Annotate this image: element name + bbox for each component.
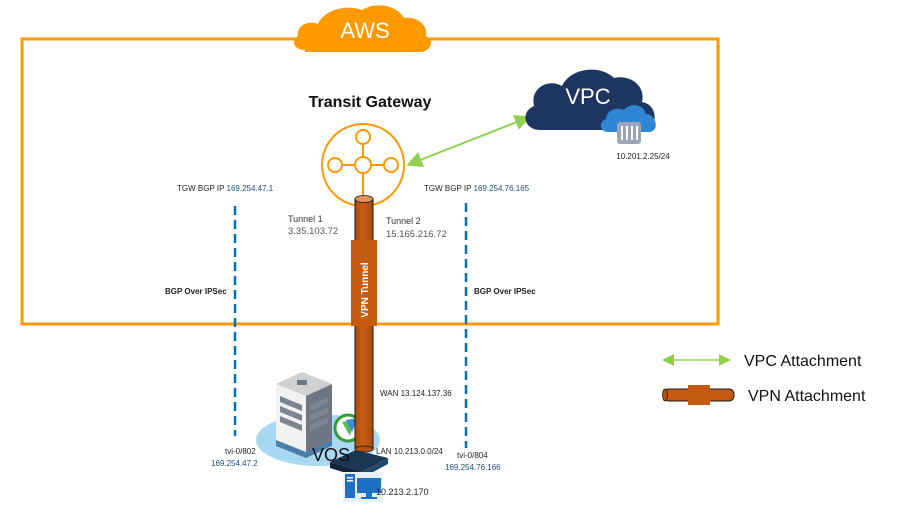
- left-tgw-bgp-ip-label: TGW BGP IP 169.254.47.1: [177, 184, 274, 193]
- transit-gateway-title: Transit Gateway: [309, 94, 432, 111]
- legend-vpn-attachment-label: VPN Attachment: [748, 388, 866, 405]
- left-tgw-bgp-ip: 169.254.47.1: [227, 184, 274, 193]
- tunnel-1-label: Tunnel 1: [288, 214, 323, 224]
- right-bgp-over-ipsec: BGP Over IPSec: [474, 287, 536, 296]
- right-tvi-ip: 169.254.76.166: [445, 463, 501, 472]
- vpc-cidr: 10.201.2.25/24: [616, 152, 670, 161]
- vpn-tunnel-pipe: [351, 195, 377, 453]
- left-tvi-ip: 169.254.47.2: [211, 459, 258, 468]
- tunnel-1-ip: 3.35.103.72: [288, 226, 338, 237]
- left-tvi-label: tvi-0/802: [225, 447, 256, 456]
- host-ip: 10.213.2.170: [376, 487, 429, 497]
- vpc-router-icon: [600, 105, 656, 144]
- legend-vpc-attachment-label: VPC Attachment: [744, 353, 862, 370]
- right-tgw-bgp-ip: 169.254.76.165: [474, 184, 530, 193]
- tunnel-2-ip: 15.165.216.72: [386, 229, 447, 240]
- legend-pipe-icon: [662, 385, 735, 405]
- left-bgp-over-ipsec: BGP Over IPSec: [165, 287, 227, 296]
- aws-label: AWS: [340, 18, 389, 43]
- vpc-attachment-arrow: [406, 114, 531, 168]
- host-computer-icon: [343, 472, 383, 502]
- transit-gateway-icon: [321, 123, 405, 207]
- building-icon: [276, 372, 332, 458]
- legend-item-vpc-attachment: VPC Attachment: [662, 353, 862, 370]
- tunnel-2-label: Tunnel 2: [386, 216, 421, 226]
- right-tvi-label: tvi-0/804: [457, 451, 488, 460]
- vos-label: VOS: [312, 445, 350, 465]
- vpc-label: VPC: [565, 84, 610, 109]
- right-tgw-bgp-ip-label: TGW BGP IP 169.254.76.165: [424, 184, 530, 193]
- lan-label: LAN 10.213.0.0/24: [376, 447, 443, 456]
- aws-cloud-icon: [294, 5, 431, 52]
- vpn-tunnel-label: VPN Tunnel: [360, 262, 371, 318]
- legend: VPC Attachment VPN Attachment: [662, 353, 866, 405]
- legend-item-vpn-attachment: VPN Attachment: [662, 385, 866, 405]
- wan-label: WAN 13.124.137.36: [380, 389, 452, 398]
